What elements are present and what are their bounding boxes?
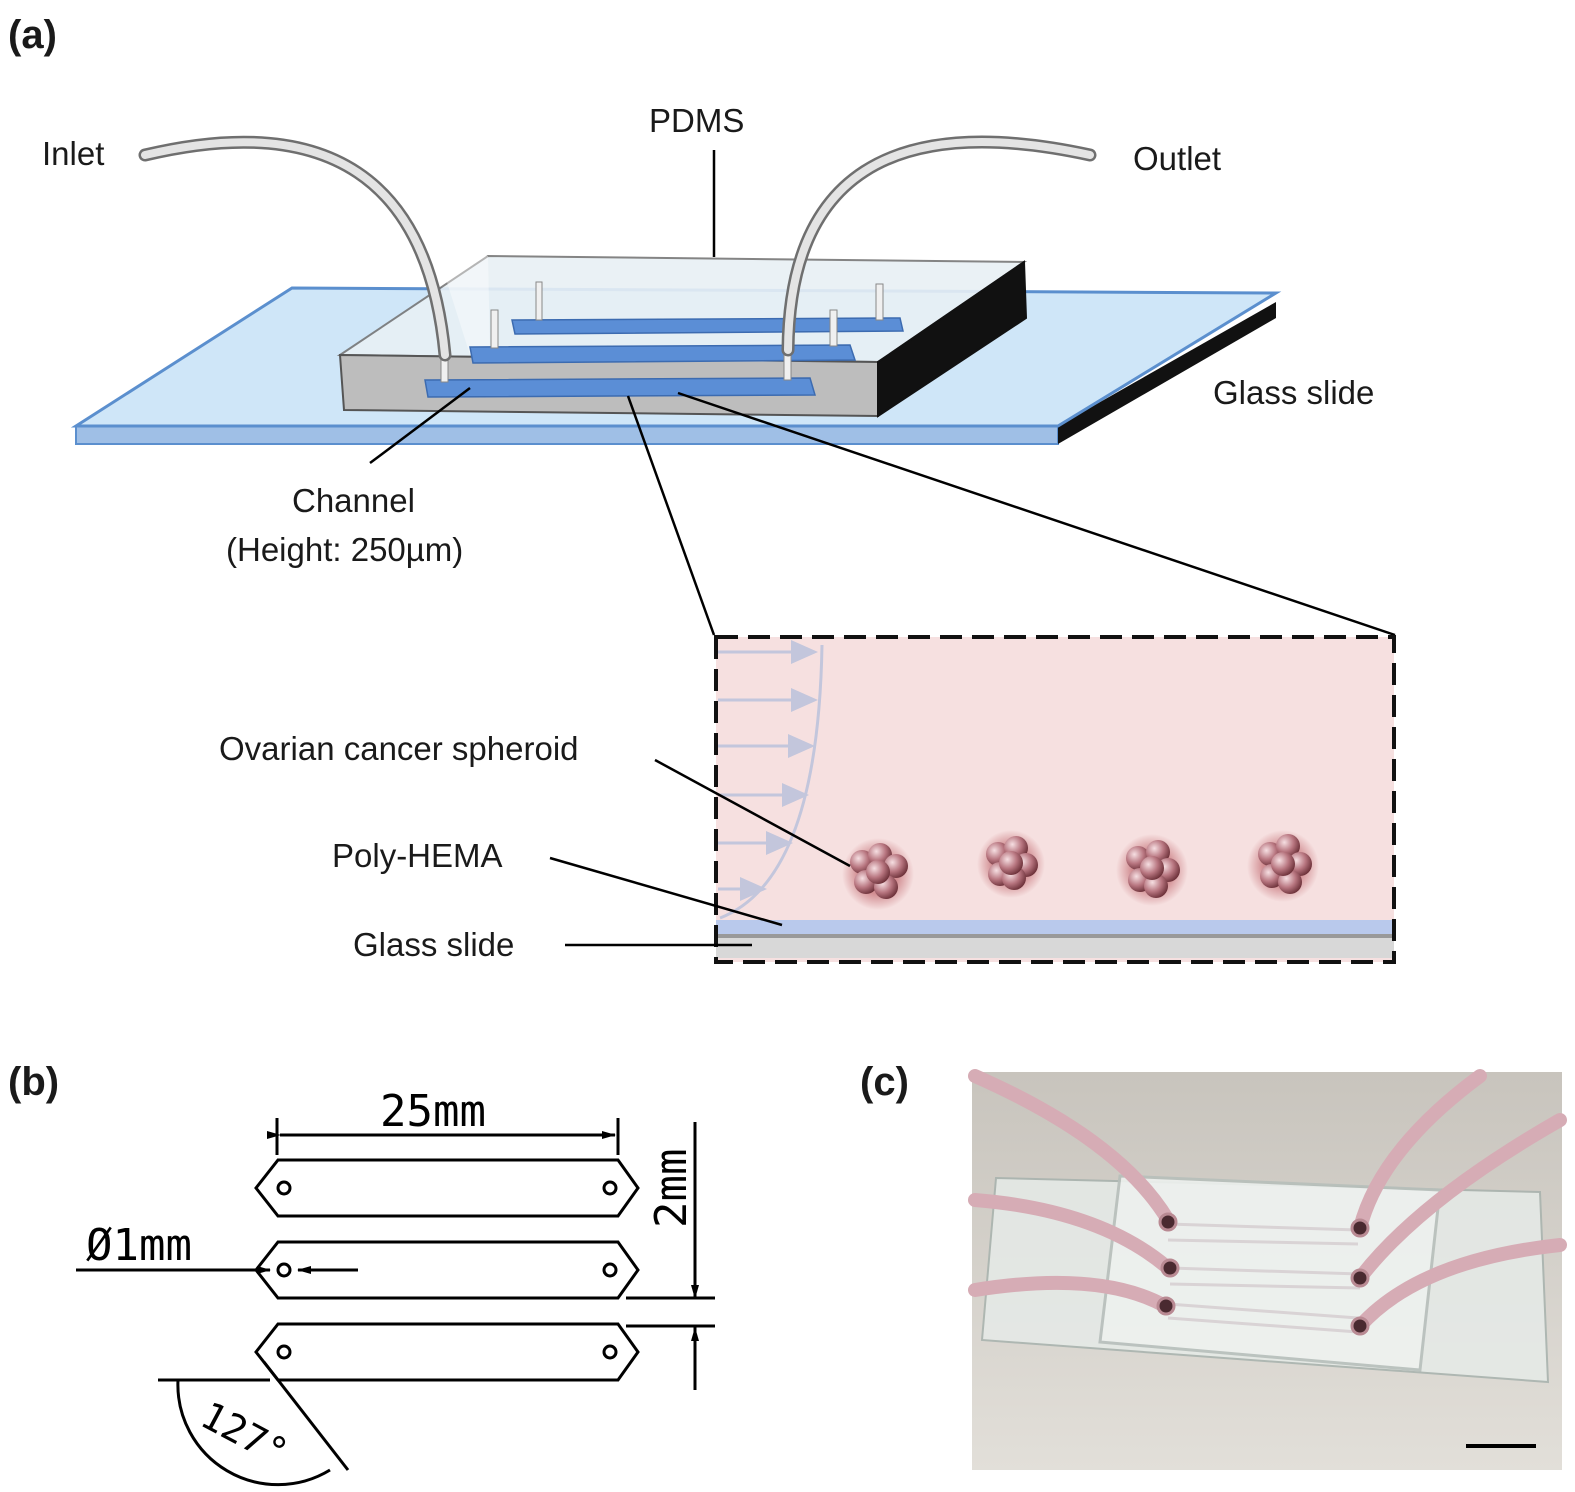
spheroid-2: [977, 830, 1045, 898]
poly-hema-layer: [716, 920, 1394, 934]
panel-b-label: (b): [8, 1060, 59, 1104]
dimension-lines: [76, 1118, 715, 1487]
spheroid-4: [1247, 830, 1319, 902]
angle-dimension: 127°: [194, 1393, 295, 1475]
device-photo: [968, 1069, 1567, 1470]
channel-inset: [714, 635, 1396, 964]
leader-lines: [369, 150, 1396, 637]
hole-dimension: Ø1mm: [86, 1220, 192, 1271]
pdms-label: PDMS: [649, 102, 744, 139]
poly-hema-label: Poly-HEMA: [332, 837, 503, 874]
spheroid-label: Ovarian cancer spheroid: [219, 730, 579, 767]
width-dimension: 2mm: [646, 1149, 697, 1228]
spheroid-3: [1116, 834, 1188, 906]
outlet-tube: [781, 135, 1097, 357]
channel-height-label: (Height: 250µm): [226, 531, 463, 568]
outlet-label: Outlet: [1133, 140, 1221, 177]
inlet-label: Inlet: [42, 135, 104, 172]
channels: [424, 317, 904, 398]
port-pins: [440, 281, 884, 383]
inlet-tube: [138, 135, 452, 362]
flow-arrows: [718, 640, 818, 901]
inset-glass-slide-label: Glass slide: [353, 926, 514, 963]
spheroid-1: [842, 838, 914, 910]
pdms-block: [336, 254, 1028, 418]
panel-a-label: (a): [8, 13, 57, 57]
glass-slide-label: Glass slide: [1213, 374, 1374, 411]
panel-c-label: (c): [860, 1060, 909, 1104]
inset-leader-lines: [549, 758, 851, 947]
length-dimension: 25mm: [380, 1086, 486, 1137]
channel-label: Channel: [292, 482, 415, 519]
